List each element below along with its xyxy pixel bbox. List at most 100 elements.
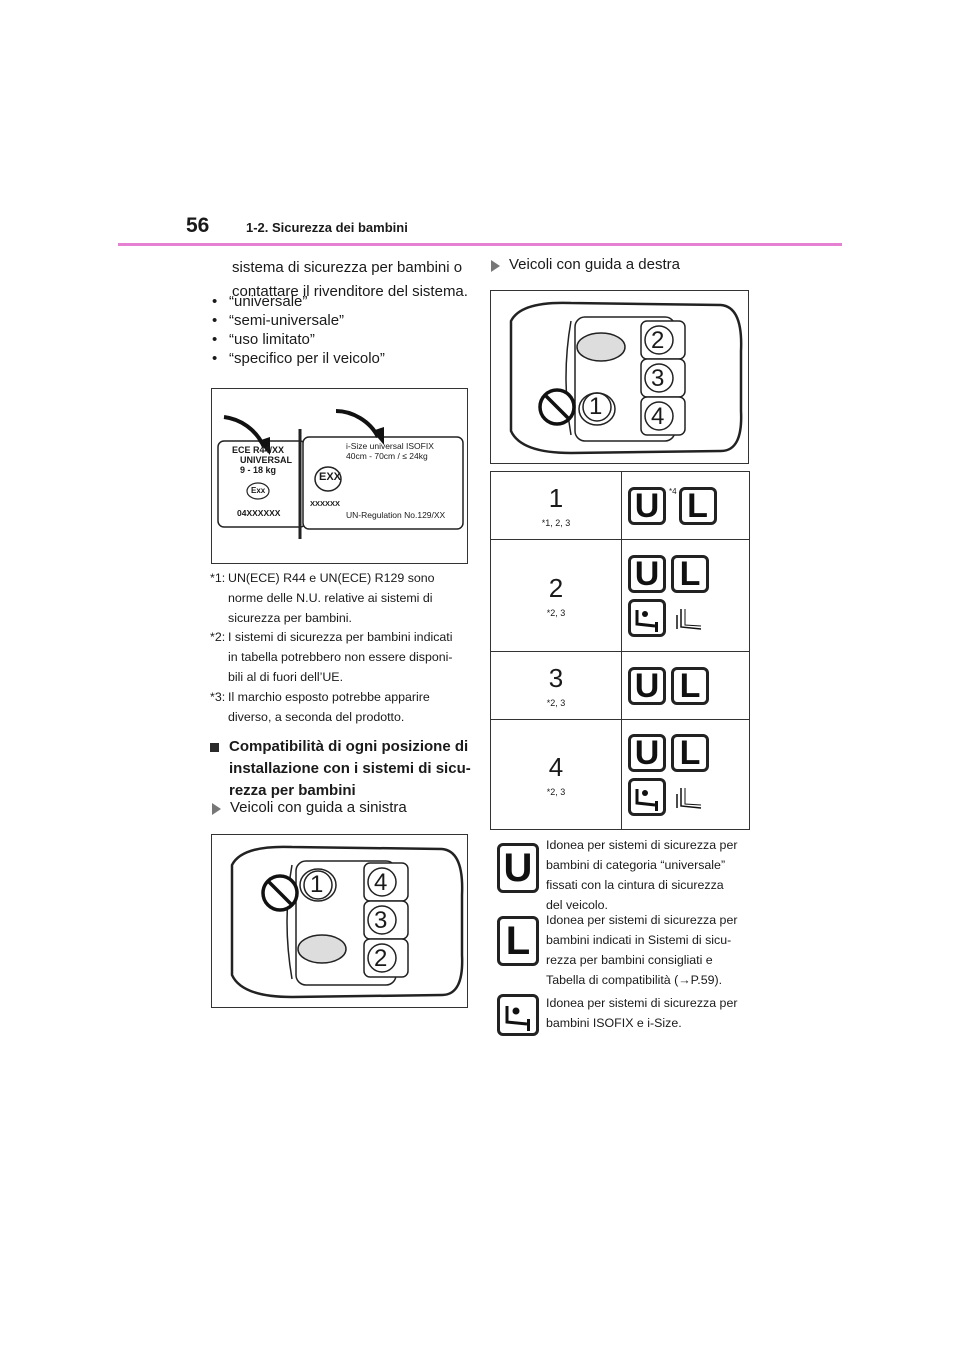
footnote-marker: *2:	[210, 630, 226, 644]
footnote-3: *3: Il marchio esposto potrebbe apparire…	[210, 687, 472, 727]
lhd-subheading: Veicoli con guida a sinistra	[212, 799, 407, 816]
list-item: “universale”	[212, 292, 385, 311]
universal-legend-text: Idonea per sistemi di sicurezza per bamb…	[546, 835, 756, 915]
compatibility-heading: Compatibilità di ogni posizione di insta…	[210, 736, 472, 802]
footnote-4-marker: *4	[669, 486, 677, 496]
universal-icon: U	[628, 666, 666, 705]
limited-legend-icon: L	[497, 916, 539, 966]
triangle-bullet-icon	[491, 260, 500, 272]
seat-number: 4	[651, 403, 665, 430]
lhd-label: Veicoli con guida a sinistra	[230, 799, 407, 816]
intro-line: sistema di sicurezza per bambini o	[232, 259, 463, 276]
seat-number: 3	[548, 662, 564, 693]
header-rule	[118, 243, 842, 246]
seat-number: 2	[651, 327, 665, 354]
footnote-line: in tabella potrebbero non essere disponi…	[228, 650, 453, 664]
list-item: “specifico per il veicolo”	[212, 349, 385, 368]
r44-seal: Exx	[251, 486, 266, 495]
universal-icon: U	[628, 554, 666, 593]
legend-line: bambini ISOFIX e i-Size.	[546, 1016, 682, 1030]
seat-cell: 1 *1, 2, 3	[490, 471, 622, 540]
seat-number: 3	[374, 907, 388, 934]
isofix-legend-text: Idonea per sistemi di sicurezza per bamb…	[546, 993, 756, 1033]
r129-seal: EXX	[319, 471, 342, 483]
footnote-line: norme delle N.U. relative ai sistemi di	[228, 591, 433, 605]
seat-notes: *2, 3	[546, 786, 566, 797]
page-number: 56	[186, 214, 210, 237]
seat-number: 1	[310, 871, 324, 898]
rhd-subheading: Veicoli con guida a destra	[491, 256, 680, 273]
seat-number: 4	[548, 751, 564, 782]
r129-line: 40cm - 70cm / ≤ 24kg	[346, 451, 428, 461]
r44-label-text: ECE R44/XX UNIVERSAL 9 - 18 kg	[232, 445, 292, 475]
heading-square-icon	[210, 743, 219, 752]
seat-number: 2	[374, 945, 388, 972]
footnote-line: bili al di fuori dell’UE.	[228, 670, 344, 684]
heading-line: installazione con i sistemi di sicu-	[229, 760, 471, 777]
rhd-car-figure	[509, 301, 743, 455]
section-title: 1-2. Sicurezza dei bambini	[246, 220, 408, 235]
seat-cell: 4 *2, 3	[490, 719, 622, 830]
universal-icon: U	[628, 486, 666, 525]
legend-line: Idonea per sistemi di sicurezza per	[546, 913, 738, 927]
r44-line: UNIVERSAL	[240, 455, 293, 465]
legend-line: Idonea per sistemi di sicurezza per	[546, 996, 738, 1010]
legend-line: del veicolo.	[546, 898, 608, 912]
universal-icon: U	[628, 733, 666, 772]
footnote-line: sicurezza per bambini.	[228, 611, 352, 625]
seat-number: 1	[589, 393, 603, 420]
footnote-line: Il marchio esposto potrebbe apparire	[228, 690, 430, 704]
r44-line: ECE R44/XX	[232, 445, 285, 455]
heading-line: Compatibilità di ogni posizione di	[229, 738, 469, 755]
legend-line: Idonea per sistemi di sicurezza per	[546, 838, 738, 852]
limited-icon: L	[678, 486, 717, 525]
footnote-marker: *1:	[210, 571, 226, 585]
footnote-line: I sistemi di sicurezza per bambini indic…	[228, 630, 453, 644]
seat-number: 2	[548, 572, 564, 603]
r44-line: 9 - 18 kg	[240, 465, 277, 475]
seat-number: 1	[548, 482, 564, 513]
limited-icon: L	[671, 733, 709, 772]
legend-line: bambini indicati in Sistemi di sicu-	[546, 933, 732, 947]
seat-number: 4	[374, 869, 388, 896]
list-item: “semi-universale”	[212, 311, 385, 330]
r129-line: i-Size universal ISOFIX	[346, 441, 434, 451]
list-item: “uso limitato”	[212, 330, 385, 349]
footnote-line: diverso, a seconda del prodotto.	[228, 710, 405, 724]
seat-number: 3	[651, 365, 665, 392]
category-list: “universale” “semi-universale” “uso limi…	[212, 292, 385, 368]
lhd-seat-diagram: 1 4 3 2	[211, 834, 468, 1008]
heading-line: rezza per bambini	[229, 782, 356, 799]
seat-notes: *2, 3	[546, 607, 566, 618]
r44-code: 04XXXXXX	[237, 508, 281, 518]
r129-regulation: UN-Regulation No.129/XX	[346, 510, 446, 520]
rhd-seat-diagram: 1 2 3 4	[490, 290, 749, 464]
seat-cell: 2 *2, 3	[490, 539, 622, 652]
legend-line: Tabella di compatibilità (→P.59).	[546, 973, 723, 987]
r129-label-text: i-Size universal ISOFIX 40cm - 70cm / ≤ …	[346, 441, 434, 461]
isize-seat-icon	[671, 777, 709, 816]
isofix-seat-icon	[628, 598, 666, 637]
seat-notes: *2, 3	[546, 697, 566, 708]
approval-label-illustration: ECE R44/XX UNIVERSAL 9 - 18 kg Exx 04XXX…	[211, 388, 468, 564]
universal-legend-icon: U	[497, 843, 539, 893]
rhd-label: Veicoli con guida a destra	[509, 256, 680, 273]
footnote-marker: *3:	[210, 690, 226, 704]
footnote-1: *1: UN(ECE) R44 e UN(ECE) R129 sono norm…	[210, 568, 472, 628]
seat-notes: *1, 2, 3	[541, 517, 571, 528]
isofix-seat-icon	[628, 777, 666, 816]
footnote-2: *2: I sistemi di sicurezza per bambini i…	[210, 627, 472, 687]
legend-line: rezza per bambini consigliati e	[546, 953, 713, 967]
seat-cell: 3 *2, 3	[490, 651, 622, 720]
footnote-line: UN(ECE) R44 e UN(ECE) R129 sono	[228, 571, 435, 585]
triangle-bullet-icon	[212, 803, 221, 815]
